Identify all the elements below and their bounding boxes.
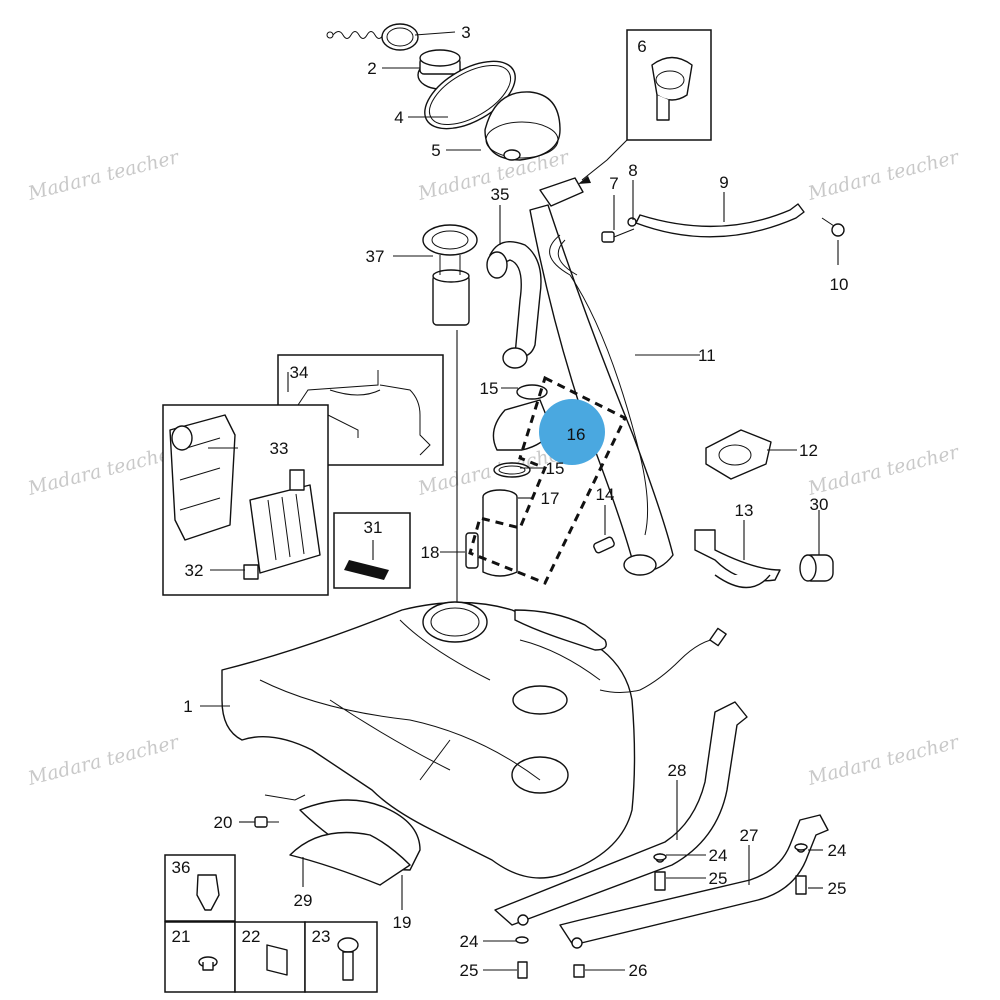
callout-16: 16 (567, 425, 586, 444)
callout-24-left: 24 (460, 932, 479, 951)
watermark: Madara teacher (25, 731, 183, 790)
callout-25-left: 25 (460, 961, 479, 980)
callout-14: 14 (596, 485, 615, 504)
callout-8: 8 (628, 161, 637, 180)
watermark: Madara teacher (805, 146, 963, 205)
callout-13: 13 (735, 501, 754, 520)
callout-20: 20 (214, 813, 233, 832)
callout-32: 32 (185, 561, 204, 580)
callout-10: 10 (830, 275, 849, 294)
callout-11: 11 (698, 346, 716, 365)
part-tether-cord (326, 23, 419, 51)
inset-box-36 (164, 854, 236, 922)
callout-27: 27 (740, 826, 759, 845)
watermark: Madara teacher (25, 441, 183, 500)
callout-26: 26 (629, 961, 648, 980)
callout-28: 28 (668, 761, 687, 780)
callout-5: 5 (431, 141, 440, 160)
part-heat-shield (264, 794, 421, 886)
callout-22: 22 (242, 927, 261, 946)
callout-15-lower: 15 (546, 459, 565, 478)
leader-lines (200, 31, 839, 971)
part-fuel-tank (221, 601, 727, 879)
callout-31: 31 (364, 518, 383, 537)
callout-24-middle: 24 (709, 846, 728, 865)
callout-25-middle: 25 (709, 869, 728, 888)
watermark: Madara teacher (805, 441, 963, 500)
callout-35: 35 (491, 185, 510, 204)
callout-36: 36 (172, 858, 191, 877)
callout-6: 6 (637, 37, 646, 56)
callout-labels: 3 2 4 5 6 7 8 9 10 11 12 13 14 15 15 16 … (172, 23, 849, 980)
callout-30: 30 (810, 495, 829, 514)
part-filler-housing (484, 91, 561, 161)
callout-34: 34 (290, 363, 309, 382)
callout-18: 18 (421, 543, 440, 562)
watermark: Madara teacher (25, 146, 183, 205)
part-vent-hose (486, 241, 542, 369)
callout-19: 19 (393, 913, 412, 932)
part-bolts (515, 843, 808, 979)
callout-7: 7 (609, 174, 618, 193)
part-o-ring (424, 60, 516, 130)
inset-box-22 (234, 921, 306, 993)
part-filler-pipe (529, 177, 674, 576)
inset-box-6 (578, 29, 712, 184)
callout-15-upper: 15 (480, 379, 499, 398)
callout-17: 17 (541, 489, 560, 508)
callout-33: 33 (270, 439, 289, 458)
callout-3: 3 (461, 23, 470, 42)
inset-box-23 (304, 921, 378, 993)
callout-25-right: 25 (828, 879, 847, 898)
part-fuel-pump (422, 224, 478, 620)
callout-1: 1 (183, 697, 192, 716)
part-breather-tube (593, 536, 615, 554)
part-bushing (799, 554, 834, 582)
highlight-circle (539, 399, 605, 465)
watermark: Madara teacher (805, 731, 963, 790)
inset-box-32-33 (162, 404, 329, 596)
callout-29: 29 (294, 891, 313, 910)
callout-4: 4 (394, 108, 403, 127)
callout-23: 23 (312, 927, 331, 946)
part-clamp (694, 529, 781, 589)
part-tank-straps (494, 701, 829, 949)
callout-9: 9 (719, 173, 728, 192)
inset-box-31 (333, 512, 411, 589)
callout-21: 21 (172, 927, 191, 946)
callout-2: 2 (367, 59, 376, 78)
part-filler-neck (482, 489, 518, 577)
part-ground-strap (601, 203, 845, 243)
callout-12: 12 (799, 441, 818, 460)
callout-37: 37 (366, 247, 385, 266)
part-flange (705, 429, 772, 480)
part-screw-20 (254, 816, 279, 828)
callout-24-right: 24 (828, 841, 847, 860)
